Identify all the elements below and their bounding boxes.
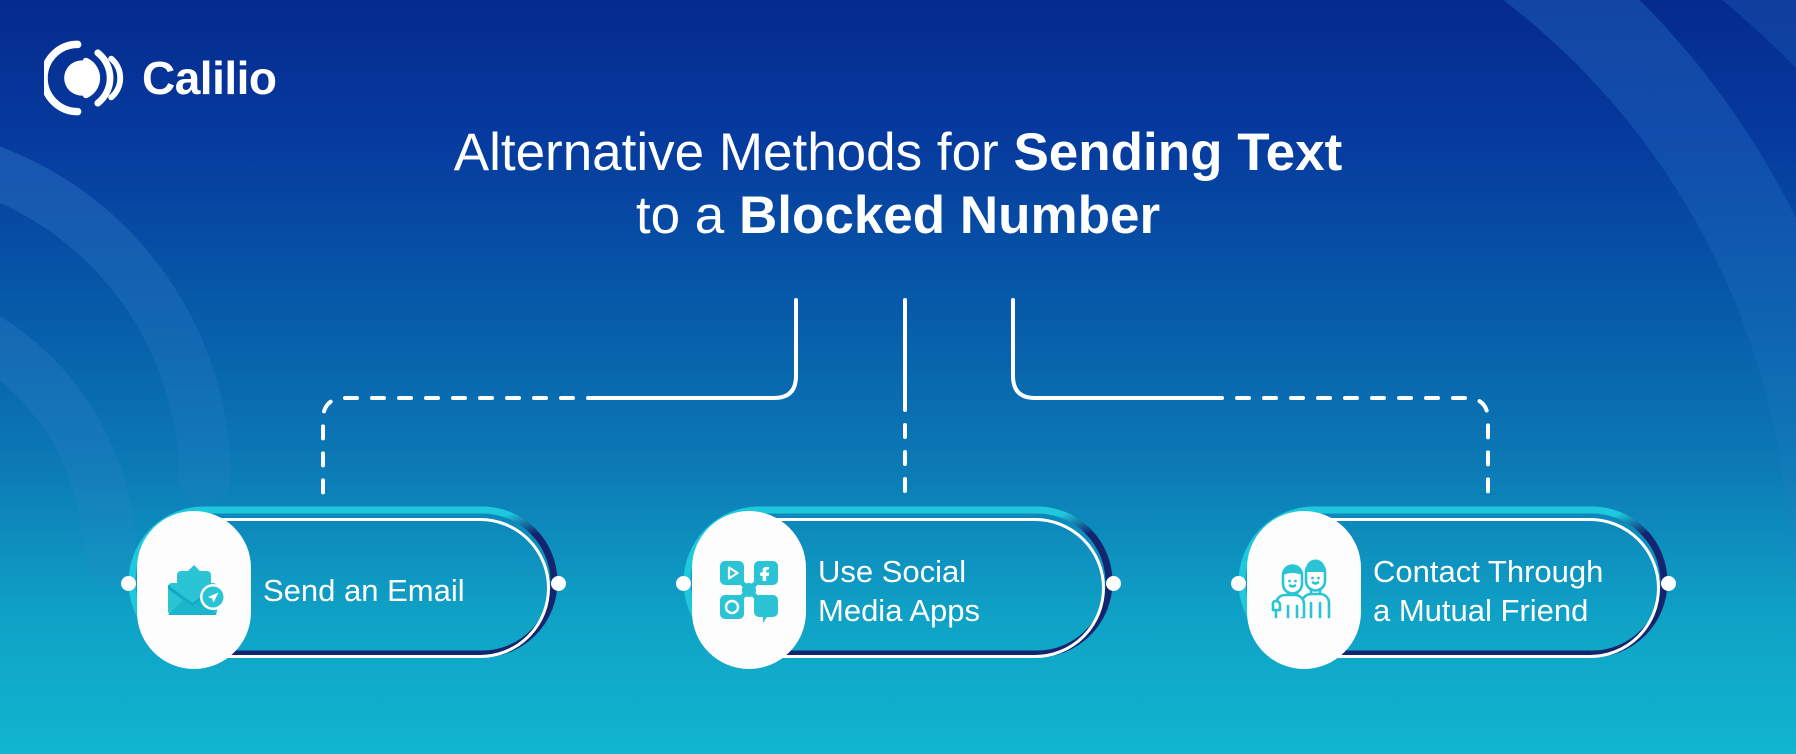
title-line2-light: to a	[635, 185, 739, 245]
connector-rail-right	[1208, 396, 1490, 507]
card-label: Send an Email	[263, 521, 549, 661]
page-title: Alternative Methods for Sending Text to …	[0, 122, 1796, 247]
card-label: Contact Through a Mutual Friend	[1373, 521, 1659, 661]
card-icon-badge	[1247, 511, 1361, 669]
ring-dot-left	[121, 576, 136, 591]
ring-dot-left	[676, 576, 691, 591]
card-inner-border: Use Social Media Apps	[692, 511, 1105, 669]
brand-logo[interactable]: Calilio	[44, 36, 277, 120]
title-line-1: Alternative Methods for Sending Text	[0, 122, 1796, 185]
card-label-line: Send an Email	[263, 573, 465, 609]
card-label-line: Media Apps	[818, 593, 980, 628]
connector-rail-left	[321, 396, 602, 507]
title-line1-bold: Sending Text	[1013, 123, 1343, 182]
social-media-apps-icon	[720, 561, 778, 623]
two-people-icon	[1271, 559, 1331, 619]
ring-dot-right	[551, 576, 566, 591]
connector-stem-right	[1011, 298, 1212, 400]
ring-dot-left	[1231, 576, 1246, 591]
card-icon-badge	[692, 511, 806, 669]
email-send-icon	[168, 565, 226, 615]
title-line2-bold: Blocked Number	[738, 185, 1161, 245]
card-social-media[interactable]: Use Social Media Apps	[676, 506, 1121, 669]
connector-stem-left	[598, 298, 798, 400]
card-label-line: a Mutual Friend	[1373, 593, 1589, 628]
calilio-signal-logo-icon	[44, 40, 124, 116]
card-label-line: Use Social	[818, 553, 967, 589]
card-label: Use Social Media Apps	[818, 521, 1104, 661]
brand-name: Calilio	[142, 52, 277, 104]
ring-dot-right	[1106, 576, 1121, 591]
card-icon-badge	[137, 511, 251, 669]
card-inner-border: Send an Email	[137, 511, 550, 669]
card-inner-border: Contact Through a Mutual Friend	[1247, 511, 1660, 669]
card-mutual-friend[interactable]: Contact Through a Mutual Friend	[1231, 506, 1676, 669]
ring-dot-right	[1661, 576, 1676, 591]
card-send-email[interactable]: Send an Email	[121, 506, 566, 669]
title-line1-light: Alternative Methods for	[453, 123, 1014, 182]
card-label-line: Contact Through	[1373, 553, 1604, 589]
title-line-2: to a Blocked Number	[0, 185, 1796, 248]
